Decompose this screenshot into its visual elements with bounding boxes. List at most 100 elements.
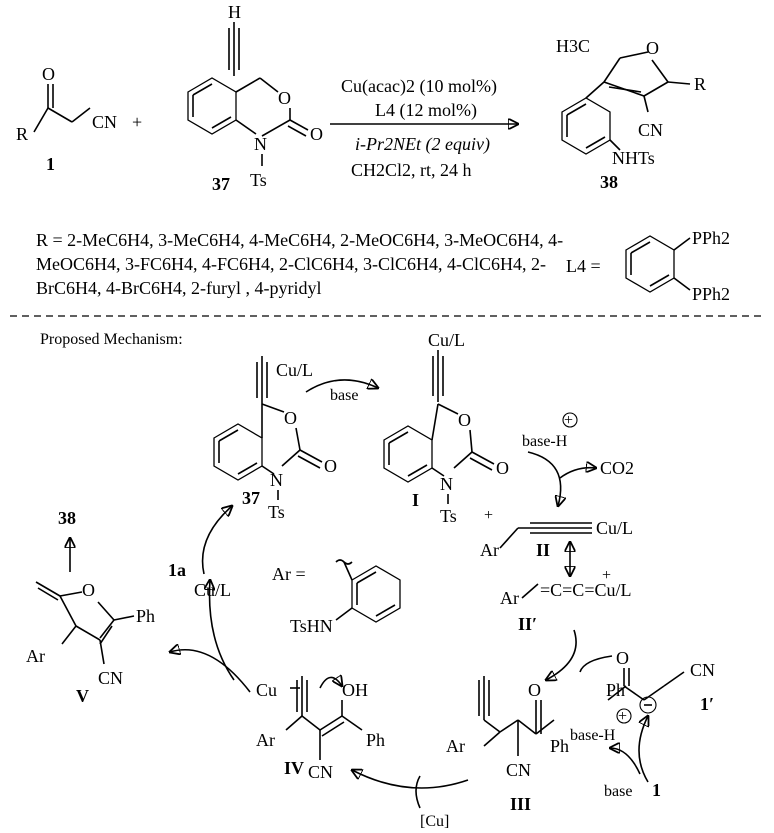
substituents-line-2: MeOC6H4, 3-FC6H4, 4-FC6H4, 2-ClC6H4, 3-C… [36,254,546,274]
label-cycle-37: 37 [242,488,260,508]
atom-Ts: Ts [250,170,267,190]
atom-O-ring-I: O [458,410,471,430]
arrow-1p-attack [579,655,613,673]
atom-Ar-III: Ar [446,736,465,756]
plus-circle-1 [562,412,578,428]
atom-N-I: N [440,474,453,494]
atom-O-ring-37: O [284,408,297,428]
label-compound-1p: 1′ [700,694,714,714]
atom-CN: CN [92,112,117,132]
label-compound-1: 1 [46,154,55,174]
atom-TsHN: TsHN [290,616,333,636]
arrow-base-protonation [610,748,641,775]
compound-1-structure: R O CN 1 [16,64,117,174]
allene-chain: =C=C=Cu/L [540,580,631,600]
reagent-solvent: CH2Cl2, rt, 24 h [351,160,472,180]
cycle-compound-37: Cu/L O O N Ts 37 [213,356,337,522]
atom-R: R [16,124,28,144]
reagent-catalyst: Cu(acac)2 (10 mol%) [341,76,497,97]
atom-Ph-V: Ph [136,606,155,626]
substituents-line-3: BrC6H4, 4-BrC6H4, 2-furyl , 4-pyridyl [36,278,321,298]
ligand-label: L4 = [566,256,601,276]
atom-CN-1p: CN [690,660,715,680]
atom-Cu-IV: Cu [256,680,277,700]
arrow-III-to-IV [352,770,469,789]
atom-Ph-1p: Ph [606,680,625,700]
atom-CN-V: CN [98,668,123,688]
atom-Ar-IV: Ar [256,730,275,750]
atom-O-V: O [82,580,95,600]
label-intermediate-III: III [510,794,531,814]
label-product-38: 38 [58,508,76,528]
atom-OH-IV: OH [342,680,368,700]
label-base-H-2: base-H [570,727,616,744]
atom-O-carbonyl-37: O [324,456,337,476]
mechanism-title: Proposed Mechanism: [40,331,183,348]
atom-N: N [254,134,267,154]
atom-Ph-III: Ph [550,736,569,756]
arrow-Cu-cat [415,775,421,809]
atom-H3C: H3C [556,36,590,56]
allene-plus: + [602,567,611,584]
reagent-ligand: L4 (12 mol%) [375,100,477,121]
atom-O-III: O [528,680,541,700]
label-CO2: CO2 [600,458,634,478]
intermediate-II-prime: Ar =C=C=Cu/L + II′ [500,567,631,634]
arrow-37-to-I [305,380,378,393]
arrow-CuL-to-37 [201,506,232,575]
intermediate-II: + Cu/L Ar II [480,507,633,560]
ar-definition: Ar = TsHN [272,559,401,636]
label-1a: 1a [168,560,186,580]
label-base-2: base [604,783,632,800]
intermediate-IV: Cu OH Ar Ph CN IV [256,676,385,782]
compound-1-prime: O Ph CN 1′ [606,648,715,714]
label-compound-38: 38 [600,172,618,192]
label-compound-1-cycle: 1 [652,780,661,800]
arrow-1-to-1p [638,716,648,783]
atom-Ts-37: Ts [268,502,285,522]
atom-Ar-II: Ar [480,540,499,560]
reagent-base: i-Pr2NEt (2 equiv) [355,134,490,155]
atom-CuL-I: Cu/L [428,330,465,350]
carbocation-plus: + [484,507,493,524]
arrow-CuL-release [210,580,235,681]
compound-37-structure: H O O N Ts 37 [187,2,323,194]
atom-CN-III: CN [506,760,531,780]
ligand-L4-structure: L4 = PPh2 PPh2 [566,228,730,304]
arrow-IIp-to-III [546,629,577,680]
atom-Ts-I: Ts [440,506,457,526]
label-Cu-catalyst: [Cu] [420,813,449,830]
atom-CuL-II: Cu/L [596,518,633,538]
plus-glyph-2: + [618,708,627,725]
atom-CN-product: CN [638,120,663,140]
intermediate-I: Cu/L O O N Ts I [383,330,509,526]
label-compound-37: 37 [212,174,230,194]
label-intermediate-V: V [76,686,89,706]
label-intermediate-IIp: II′ [518,614,537,634]
label-intermediate-I: I [412,490,419,510]
plus-sign: + [132,112,142,132]
atom-O-carbonyl-I: O [496,458,509,478]
arrow-CO2-release [559,468,596,479]
arrow-cyclization [319,677,342,688]
atom-O-furan: O [646,38,659,58]
compound-38-structure: H3C O R CN NHTs 38 [556,36,706,192]
plus-glyph-1: + [564,412,573,429]
atom-Ph-IV: Ph [366,730,385,750]
atom-Ar-V: Ar [26,646,45,666]
arrow-I-to-II [527,451,561,506]
atom-PPh2-bottom: PPh2 [692,284,730,304]
cu-L-pi-complex: Cu/L [276,360,313,380]
atom-R-product: R [694,74,706,94]
atom-O-carbonyl: O [310,124,323,144]
label-intermediate-II: II [536,540,550,560]
atom-CN-IV: CN [308,762,333,782]
intermediate-III: O Ar Ph CN III [446,676,569,814]
arrow-IV-to-V [170,650,251,693]
plus-circle-2 [616,708,632,724]
label-intermediate-IV: IV [284,758,304,778]
substituents-line-1: R = 2-MeC6H4, 3-MeC6H4, 4-MeC6H4, 2-MeOC… [36,230,563,250]
label-CuL-cycle: Cu/L [194,580,231,600]
label-base-H-1: base-H [522,433,568,450]
